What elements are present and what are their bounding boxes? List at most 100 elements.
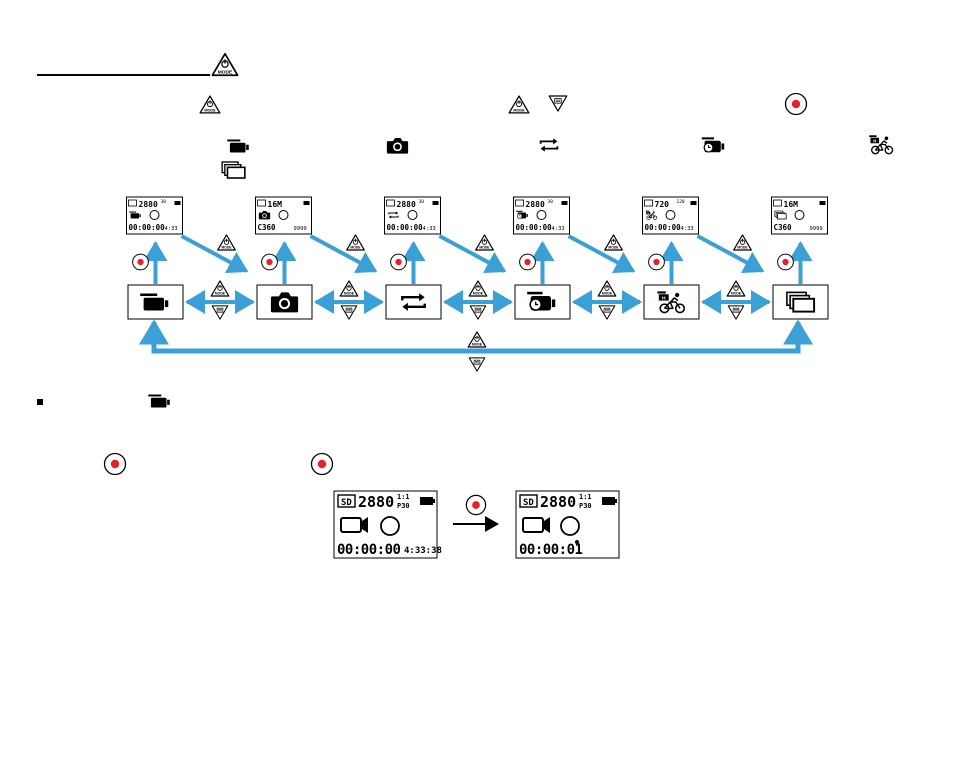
- power-mode-button-icon: [210, 280, 230, 297]
- diagonal-arrow: [180, 234, 249, 274]
- battery-icon: [561, 201, 568, 205]
- battery-icon: [303, 201, 310, 205]
- status-ring-icon: [278, 210, 289, 220]
- high-speed-video-icon: [868, 134, 894, 155]
- status-ring-icon: [149, 210, 160, 220]
- power-mode-button-icon: [508, 95, 530, 114]
- remaining-time: 4:33:38: [404, 546, 442, 556]
- power-mode-button-icon: [475, 234, 494, 251]
- sd-label: SD: [523, 498, 534, 508]
- mini-time: C360: [258, 223, 277, 232]
- record-button-icon: [784, 92, 808, 116]
- record-button-icon: [648, 253, 665, 271]
- diagonal-arrow: [696, 234, 765, 274]
- menu-down-button-icon: [211, 305, 229, 320]
- record-button-icon: [390, 253, 407, 271]
- resolution-label: 2880: [358, 493, 394, 511]
- record-button-icon: [310, 452, 334, 476]
- mini-rate: 30: [548, 199, 554, 205]
- loop-recording-icon: [539, 137, 559, 153]
- battery-icon: [174, 201, 181, 205]
- battery-icon: [420, 497, 433, 505]
- status-ring-icon: [380, 516, 400, 536]
- menu-down-button-icon: [727, 305, 745, 320]
- mode-box-loop: [385, 284, 442, 320]
- menu-down-button-icon: [598, 305, 616, 320]
- menu-down-button-icon: [469, 305, 487, 320]
- status-ring-icon: [560, 516, 580, 536]
- power-mode-button-icon: [467, 331, 487, 348]
- burst-photo-icon: [221, 161, 246, 179]
- mini-remaining: 4:33: [165, 226, 178, 232]
- power-mode-button-icon: [339, 280, 359, 297]
- mini-resolution: 2880: [526, 200, 545, 209]
- video-camera-icon: [148, 394, 170, 408]
- fps-label: P30: [397, 502, 410, 510]
- mini-remaining: 4:33: [681, 226, 694, 232]
- elapsed-time: 00:00:00: [337, 542, 401, 558]
- resolution-label: 2880: [540, 493, 576, 511]
- menu-down-button-icon: [468, 357, 486, 372]
- power-mode-button-icon: [726, 280, 746, 297]
- power-mode-button-icon: [211, 52, 239, 77]
- battery-icon: [432, 201, 439, 205]
- power-mode-button-icon: [199, 95, 221, 114]
- mini-time: 00:00:00: [645, 223, 682, 232]
- menu-down-button-icon: [340, 305, 358, 320]
- record-button-icon: [132, 253, 149, 271]
- mini-remaining: 9999: [810, 226, 823, 232]
- menu-down-button-icon: [548, 95, 568, 112]
- video-camera-icon: [227, 139, 249, 153]
- diagonal-arrow: [438, 234, 507, 274]
- burst-photo-icon: [785, 291, 816, 313]
- mini-rate: 30: [419, 199, 425, 205]
- mini-screen-burst: 16M C360 9999: [771, 196, 828, 235]
- lcd-before-recording: SD 2880 1:1 P30 00:00:00 4:33:38: [333, 490, 442, 559]
- return-arrow: [139, 319, 813, 354]
- mini-time: C360: [774, 223, 793, 232]
- lcd-after-recording: SD 2880 1:1 P30 00:00:01: [515, 490, 620, 559]
- record-button-icon: [261, 253, 278, 271]
- ratio-label: 1:1: [579, 493, 592, 501]
- mini-resolution: 720: [655, 200, 670, 209]
- mini-resolution: 16M: [784, 200, 799, 209]
- mini-time: 00:00:00: [516, 223, 553, 232]
- record-button-icon: [103, 452, 127, 476]
- record-button-icon: [519, 253, 536, 271]
- photo-camera-icon: [386, 138, 409, 154]
- power-mode-button-icon: [597, 280, 617, 297]
- bullet-marker: [37, 399, 43, 405]
- battery-icon: [819, 201, 826, 205]
- status-ring-icon: [794, 210, 805, 220]
- battery-icon: [690, 201, 697, 205]
- burst-photo-icon: [774, 210, 787, 220]
- mini-resolution: 2880: [397, 200, 416, 209]
- fps-label: P30: [579, 502, 592, 510]
- mini-rate: 30: [161, 199, 167, 205]
- status-ring-icon: [536, 210, 547, 220]
- mini-resolution: 2880: [139, 200, 158, 209]
- sd-label: SD: [341, 498, 352, 508]
- mini-time: 00:00:00: [129, 223, 166, 232]
- power-mode-button-icon: [604, 234, 623, 251]
- video-camera-icon: [522, 517, 550, 533]
- status-ring-icon: [407, 210, 418, 220]
- power-mode-button-icon: [217, 234, 236, 251]
- power-mode-button-icon: [346, 234, 365, 251]
- record-button-icon: [777, 253, 794, 271]
- record-button-icon: [465, 494, 487, 516]
- mini-remaining: 4:33: [552, 226, 565, 232]
- mini-remaining: 9999: [294, 226, 307, 232]
- power-mode-button-icon: [733, 234, 752, 251]
- battery-icon: [602, 497, 615, 505]
- recording-indicator: [575, 540, 579, 544]
- elapsed-time: 00:00:01: [519, 542, 583, 558]
- diagonal-arrow: [309, 234, 378, 274]
